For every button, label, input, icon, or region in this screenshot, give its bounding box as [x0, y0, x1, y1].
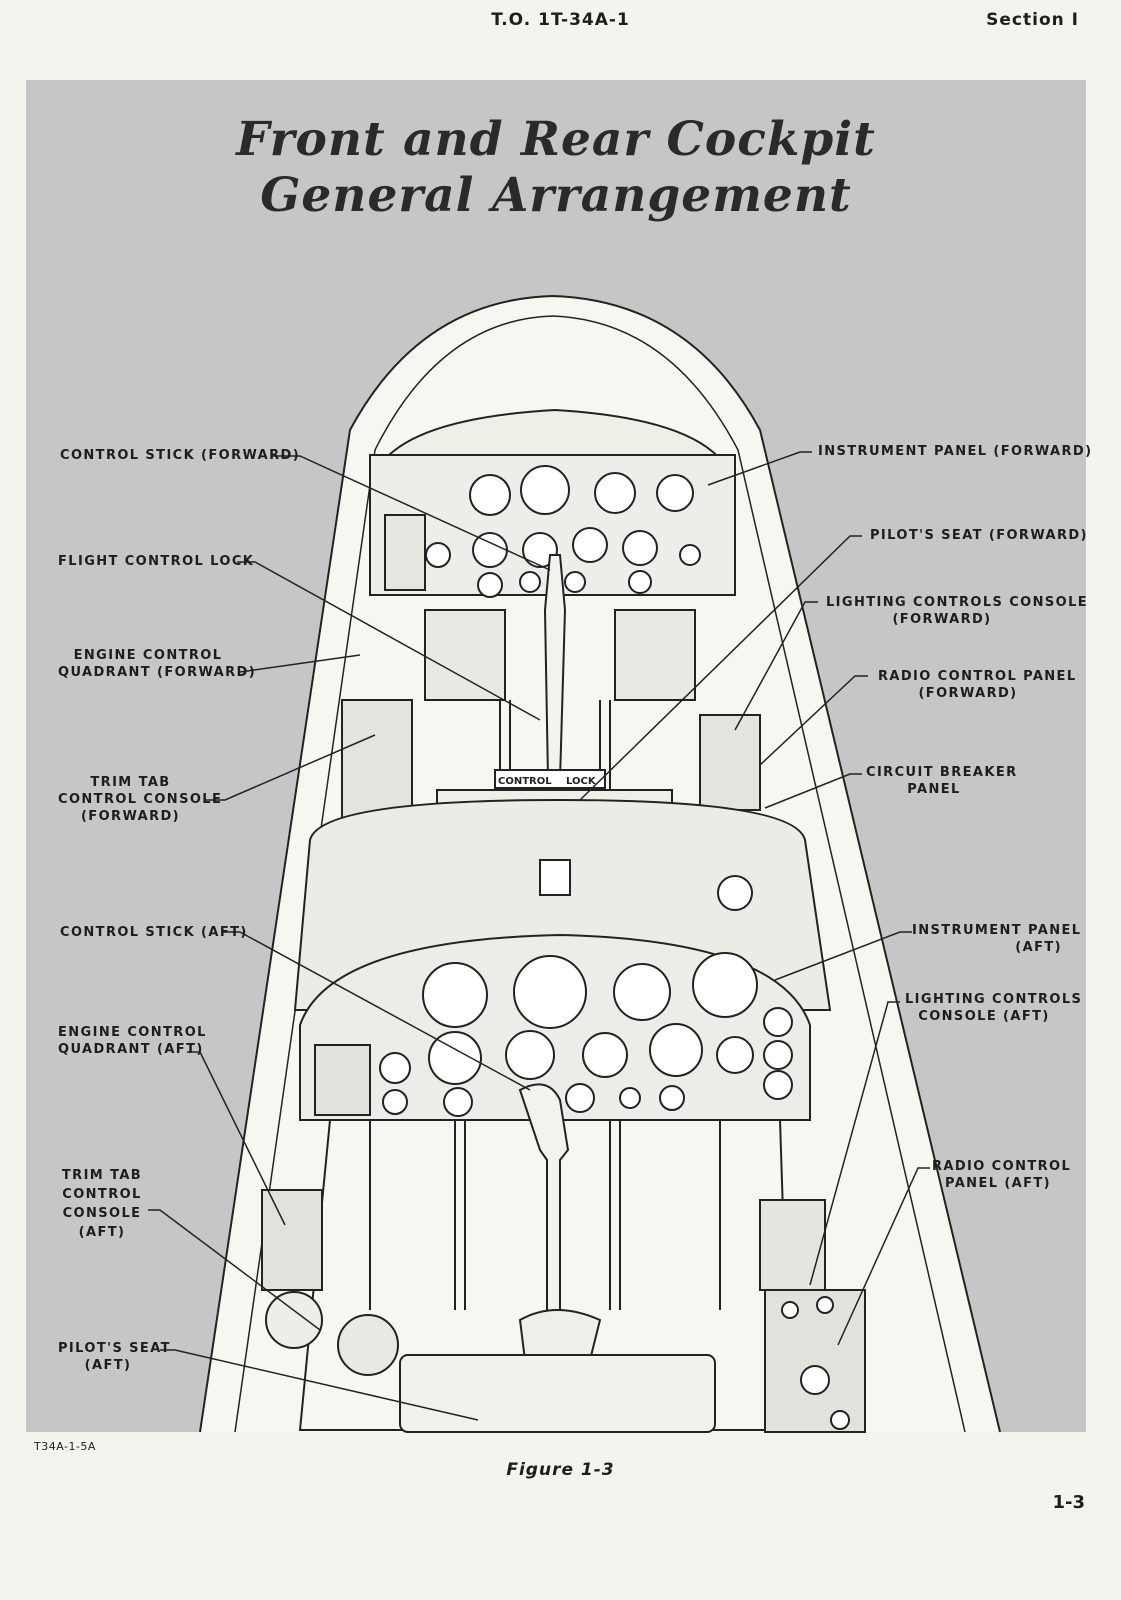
control-lock-placard — [494, 769, 606, 789]
aft-radio-box — [759, 1199, 826, 1291]
forward-seat-right — [614, 609, 696, 701]
figure-caption: Figure 1-3 — [506, 1460, 615, 1480]
art-code: T34A-1-5A — [34, 1440, 96, 1453]
forward-radio-console — [699, 714, 761, 811]
title-line-1: Front and Rear Cockpit — [236, 112, 876, 167]
forward-seat-left — [424, 609, 506, 701]
figure-title: Front and Rear Cockpit General Arrangeme… — [26, 112, 1086, 224]
aft-gauge-mount — [539, 859, 571, 896]
leader-pilot-seat-fwd — [579, 535, 862, 801]
leader-lines — [148, 451, 930, 1421]
leader-trim-tab-fwd — [205, 734, 376, 801]
label-lighting-controls-console-aft: LIGHTING CONTROLS CONSOLE (AFT) — [905, 992, 1083, 1024]
leader-engine-quadrant-fwd — [239, 654, 361, 673]
leader-control-stick-aft — [222, 931, 531, 1091]
forward-gauges — [425, 465, 701, 598]
leader-instrument-panel-aft — [774, 931, 912, 981]
aft-radio-console — [764, 1289, 866, 1433]
label-instrument-panel-aft: INSTRUMENT PANEL (AFT) — [912, 923, 1082, 955]
placard-text-left: CONTROL — [498, 776, 552, 787]
label-engine-control-quadrant-forward: ENGINE CONTROL QUADRANT (FORWARD) — [58, 648, 257, 680]
label-pilot-seat-aft: PILOT'S SEAT (AFT) — [58, 1341, 171, 1373]
fuselage-inner-line — [234, 315, 966, 1433]
leader-pilot-seat-aft — [160, 1349, 479, 1421]
aft-trim-wheel-side — [337, 1314, 399, 1376]
page-number: 1-3 — [1052, 1492, 1085, 1513]
label-radio-control-panel-forward: RADIO CONTROL PANEL (FORWARD) — [878, 669, 1077, 701]
label-pilot-seat-forward: PILOT'S SEAT (FORWARD) — [870, 528, 1088, 543]
label-flight-control-lock: FLIGHT CONTROL LOCK — [58, 554, 255, 569]
aft-quadrant — [261, 1189, 323, 1291]
label-trim-tab-control-console-forward: TRIM TAB CONTROL CONSOLE (FORWARD) — [58, 775, 223, 824]
document-number: T.O. 1T-34A-1 — [491, 10, 630, 30]
label-engine-control-quadrant-aft: ENGINE CONTROL QUADRANT (AFT) — [58, 1025, 207, 1057]
aft-compass — [717, 875, 753, 911]
leader-lighting-console-aft — [809, 1001, 900, 1286]
forward-left-subpanel — [384, 514, 426, 591]
leader-control-stick-fwd — [272, 455, 551, 571]
placard-text-right: LOCK — [566, 776, 597, 787]
label-lighting-controls-console-forward: LIGHTING CONTROLS CONSOLE (FORWARD) — [826, 595, 1089, 627]
aft-left-subpanel — [314, 1044, 371, 1116]
leader-circuit-breaker — [764, 773, 862, 809]
leader-engine-quadrant-aft — [187, 1051, 286, 1226]
aft-stick-boot — [518, 1309, 602, 1361]
section-label: Section I — [986, 10, 1079, 30]
label-control-stick-forward: CONTROL STICK (FORWARD) — [60, 448, 301, 463]
label-control-stick-aft: CONTROL STICK (AFT) — [60, 925, 248, 940]
leader-lighting-console-fwd — [734, 601, 818, 731]
aft-control-stick — [518, 1083, 570, 1321]
leader-flight-control-lock — [237, 561, 541, 721]
label-radio-control-panel-aft: RADIO CONTROL PANEL (AFT) — [932, 1159, 1072, 1191]
aft-seat — [399, 1354, 716, 1433]
forward-trim-console — [341, 699, 413, 821]
label-circuit-breaker-panel: CIRCUIT BREAKER PANEL — [866, 765, 1018, 797]
title-line-2: General Arrangement — [260, 168, 852, 223]
leader-radio-panel-fwd — [759, 675, 868, 766]
label-instrument-panel-forward: INSTRUMENT PANEL (FORWARD) — [818, 444, 1093, 459]
leader-radio-panel-aft — [837, 1167, 930, 1346]
leader-instrument-panel-fwd — [707, 451, 812, 486]
label-trim-tab-control-console-aft: TRIM TAB CONTROL CONSOLE (AFT) — [61, 1168, 143, 1240]
aft-gauges — [379, 952, 793, 1117]
leader-trim-tab-aft — [148, 1209, 321, 1331]
aft-trim-wheel — [265, 1291, 323, 1349]
